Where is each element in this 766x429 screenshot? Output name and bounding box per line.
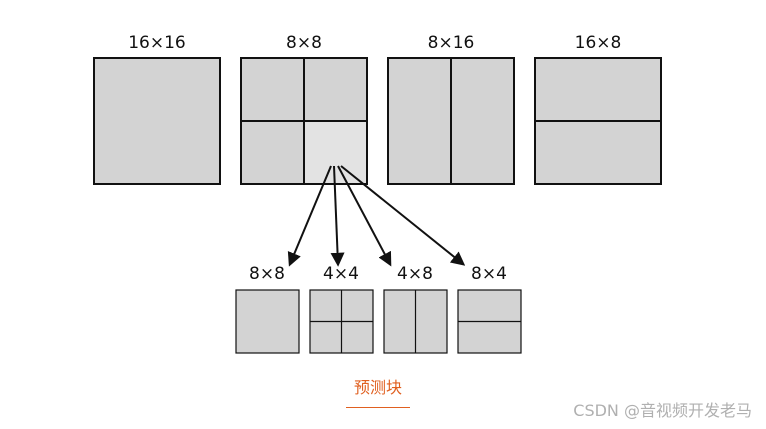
arrow-to-8x4 bbox=[340, 165, 466, 266]
block-16x8 bbox=[534, 57, 662, 185]
highlighted-sub-block bbox=[303, 120, 368, 185]
caption-prediction-block: 预测块 bbox=[353, 378, 402, 397]
watermark: CSDN @音视频开发老马 bbox=[573, 401, 752, 420]
sub-label-4x4: 4×4 bbox=[323, 264, 359, 284]
label-8x8: 8×8 bbox=[286, 33, 322, 53]
sub-block-4x8 bbox=[383, 289, 448, 354]
label-8x16: 8×16 bbox=[428, 33, 475, 53]
label-16x16: 16×16 bbox=[128, 33, 186, 53]
arrow-to-4x4 bbox=[330, 165, 345, 267]
sub-block-4x4 bbox=[309, 289, 374, 354]
arrow-to-8x8 bbox=[287, 165, 332, 267]
sub-block-8x8 bbox=[235, 289, 300, 354]
sub-label-8x4: 8×4 bbox=[471, 264, 507, 284]
block-8x8 bbox=[240, 57, 368, 185]
block-8x16 bbox=[387, 57, 515, 185]
sub-label-8x8: 8×8 bbox=[249, 264, 285, 284]
arrow-to-4x8 bbox=[337, 165, 392, 267]
label-16x8: 16×8 bbox=[575, 33, 622, 53]
sub-label-4x8: 4×8 bbox=[397, 264, 433, 284]
sub-block-8x4 bbox=[457, 289, 522, 354]
caption-underline bbox=[346, 407, 410, 408]
arrows bbox=[287, 165, 466, 267]
block-16x16 bbox=[93, 57, 221, 185]
